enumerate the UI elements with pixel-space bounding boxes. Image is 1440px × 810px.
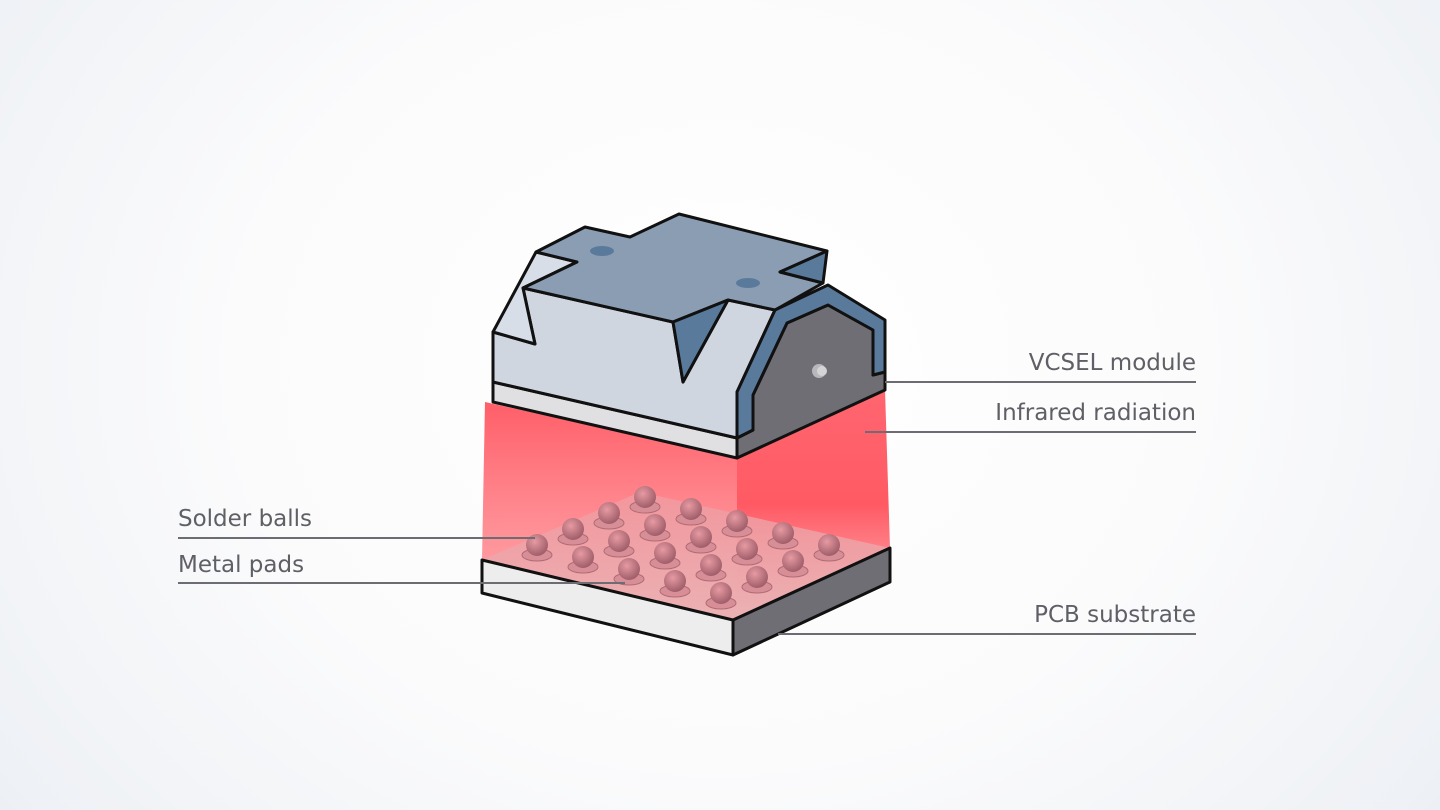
solder-ball <box>710 582 732 604</box>
solder-ball <box>572 546 594 568</box>
solder-ball <box>664 570 686 592</box>
leader-lines <box>178 381 1196 635</box>
label-vcsel-module: VCSEL module <box>1028 350 1196 376</box>
label-metal-pads: Metal pads <box>178 552 305 578</box>
module-arch-band <box>735 283 887 440</box>
solder-ball <box>608 530 630 552</box>
solder-ball <box>736 538 758 560</box>
solder-ball <box>598 502 620 524</box>
solder-ball <box>772 522 794 544</box>
solder-ball <box>700 554 722 576</box>
solder-ball <box>644 514 666 536</box>
vcsel-module <box>491 212 887 460</box>
solder-ball <box>526 534 548 556</box>
solder-ball <box>562 518 584 540</box>
label-pcb-substrate: PCB substrate <box>1034 602 1196 628</box>
label-solder-balls: Solder balls <box>178 506 313 532</box>
solder-ball <box>782 550 804 572</box>
solder-ball <box>634 486 656 508</box>
solder-ball <box>690 526 712 548</box>
label-infrared-radiation: Infrared radiation <box>995 400 1196 426</box>
solder-ball <box>726 510 748 532</box>
module-details <box>590 246 827 378</box>
solder-ball <box>654 542 676 564</box>
solder-ball <box>746 566 768 588</box>
solder-ball-grid <box>521 486 845 610</box>
solder-ball <box>680 498 702 520</box>
solder-ball <box>618 558 640 580</box>
solder-ball <box>818 534 840 556</box>
